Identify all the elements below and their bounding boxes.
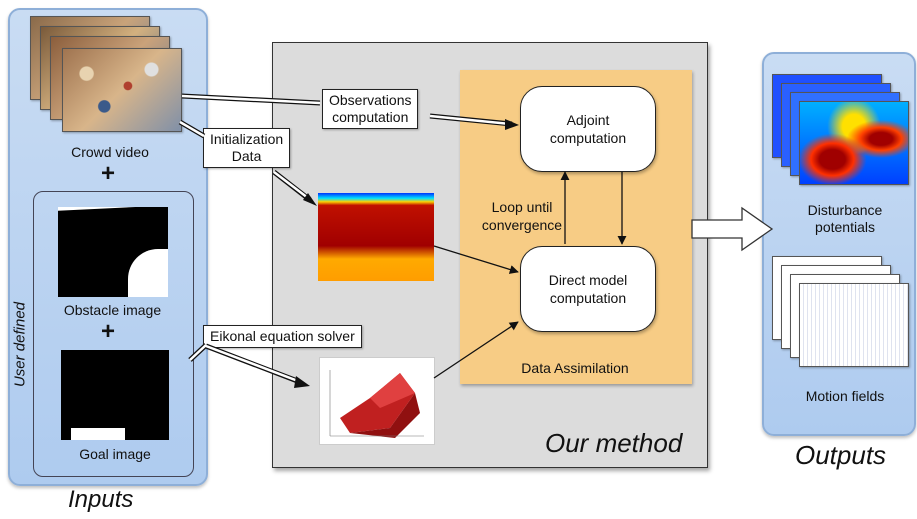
data-assimilation-label: Data Assimilation — [521, 360, 629, 376]
initialization-label: Initialization Data — [203, 128, 291, 168]
crowd-video-label: Crowd video — [71, 144, 149, 160]
output-arrow — [691, 206, 774, 252]
motion-fields-label: Motion fields — [805, 388, 885, 404]
init-to-direct-arrow — [433, 245, 519, 274]
direct-model-node: Direct model computation — [520, 246, 656, 332]
motion-fields-stack — [772, 256, 912, 380]
eikonal-to-direct-arrow — [433, 321, 519, 379]
initialization-data-image — [318, 193, 434, 281]
plus-sign-2: + — [101, 318, 116, 345]
disturbance-label: Disturbance potentials — [790, 202, 900, 236]
crowd-video-stack — [30, 16, 190, 140]
loop-line-1: Loop until — [491, 199, 553, 215]
loop-line-2: convergence — [481, 217, 563, 233]
initialization-line-2: Data — [231, 148, 262, 164]
adjoint-line-2: computation — [549, 130, 627, 146]
user-defined-box — [33, 191, 194, 477]
eikonal-solution-plot — [319, 357, 435, 445]
disturbance-line-1: Disturbance — [807, 202, 883, 218]
adjoint-computation-node: Adjoint computation — [520, 86, 656, 172]
outputs-title: Outputs — [795, 440, 887, 470]
disturbance-line-2: potentials — [815, 219, 875, 235]
goal-image — [61, 350, 169, 440]
method-title: Our method — [545, 428, 683, 458]
obstacle-image-label: Obstacle image — [63, 302, 162, 318]
adjoint-line-1: Adjoint — [566, 112, 610, 128]
observations-label: Observations computation — [322, 89, 419, 129]
disturbance-potentials-stack — [772, 74, 912, 198]
initialization-line-1: Initialization — [210, 131, 284, 147]
eikonal-label: Eikonal equation solver — [203, 325, 362, 348]
inputs-title: Inputs — [68, 486, 134, 513]
obstacle-image — [58, 207, 168, 297]
direct-line-1: Direct model — [548, 272, 628, 288]
loop-label: Loop until convergence — [478, 198, 566, 234]
direct-line-2: computation — [549, 290, 627, 306]
plus-sign-1: + — [101, 160, 116, 187]
goal-image-label: Goal image — [79, 446, 151, 462]
observations-line-1: Observations — [329, 92, 412, 108]
observations-line-2: computation — [332, 109, 409, 125]
